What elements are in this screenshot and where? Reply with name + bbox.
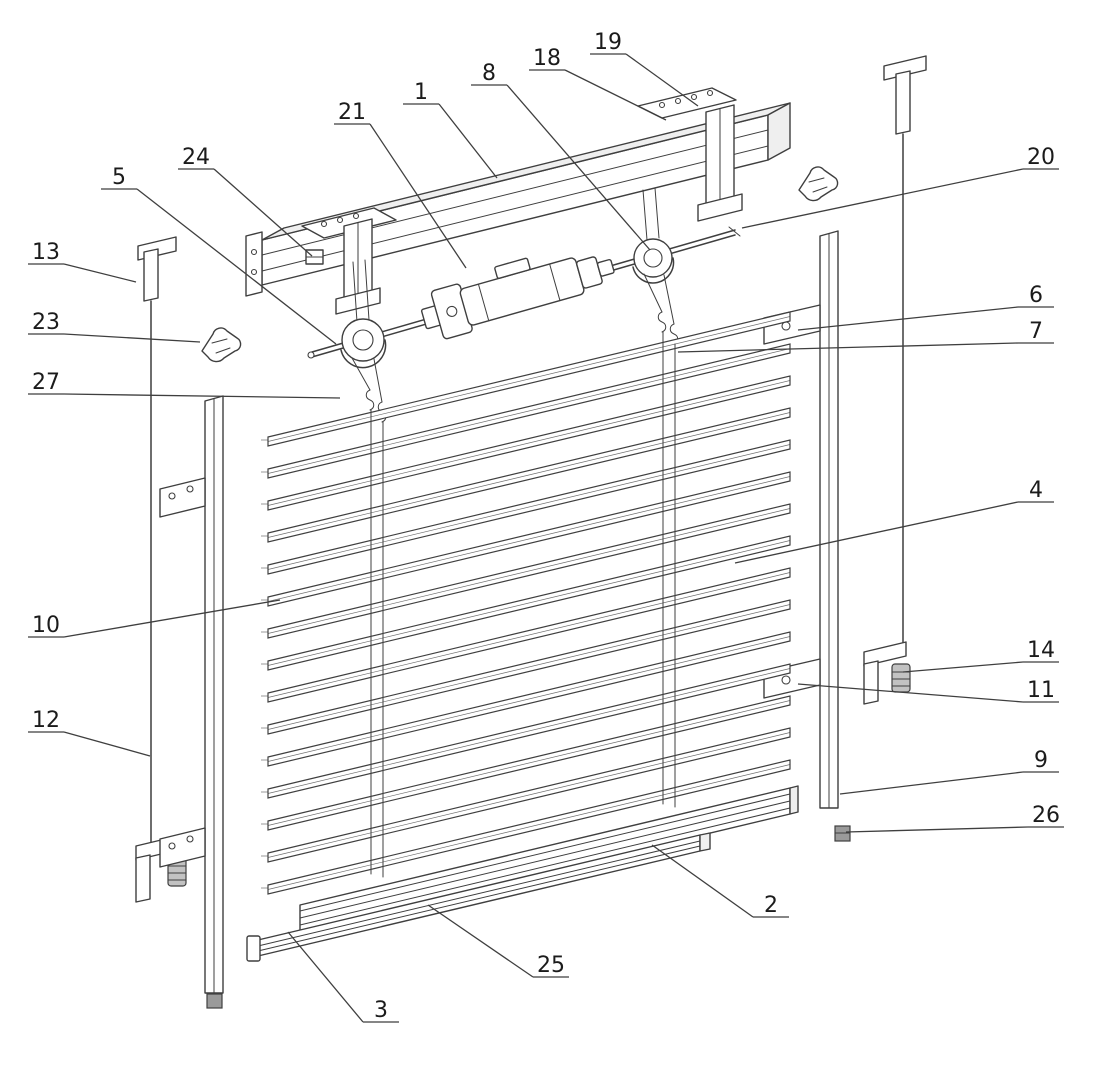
callout-20: 20 — [741, 145, 1059, 229]
callout-14: 14 — [902, 638, 1059, 673]
rail-end-plate — [245, 231, 263, 297]
slat-profile-line — [267, 764, 791, 890]
slat-profile-line — [267, 412, 791, 538]
part-number: 6 — [1029, 283, 1043, 308]
callout-4: 4 — [734, 478, 1054, 564]
part-number: 24 — [182, 145, 210, 170]
slat-profile-line — [267, 348, 791, 474]
head-rail — [245, 102, 791, 297]
callout-23: 23 — [28, 310, 201, 343]
slat-profile-line — [267, 444, 791, 570]
part-number: 8 — [482, 61, 496, 86]
callout-12: 12 — [28, 708, 151, 757]
callout-7: 7 — [677, 319, 1054, 353]
callout-24: 24 — [178, 145, 313, 257]
callout-27: 27 — [28, 370, 341, 399]
callout-8: 8 — [471, 61, 651, 251]
part-number: 11 — [1027, 678, 1055, 703]
slat-profile-line — [267, 668, 791, 794]
callout-25: 25 — [427, 904, 569, 978]
channel-end-cap — [246, 935, 261, 962]
tilt-drum-right — [632, 187, 675, 325]
slat-profile-line — [267, 476, 791, 602]
callout-21: 21 — [334, 100, 467, 269]
part-number: 25 — [537, 953, 565, 978]
part-number: 5 — [112, 165, 126, 190]
part-number: 19 — [594, 30, 622, 55]
callout-13: 13 — [28, 240, 137, 283]
callout-5: 5 — [101, 165, 337, 345]
right-carrier-bracket — [637, 87, 743, 222]
right-guide-rail — [763, 230, 851, 842]
mounting-clip-right — [798, 166, 839, 202]
left-guide-rail — [159, 395, 224, 1009]
part-number: 14 — [1027, 638, 1055, 663]
callout-9: 9 — [839, 748, 1059, 795]
rail-foot — [206, 993, 223, 1009]
slat-profile-line — [267, 636, 791, 762]
callout-19: 19 — [590, 30, 699, 107]
callouts: 19 18 8 1 21 24 5 13 23 27 10 12 20 6 7 … — [28, 30, 1064, 1023]
ladder-tapes — [370, 331, 676, 878]
part-number: 2 — [764, 893, 778, 918]
callout-2: 2 — [651, 844, 789, 918]
slat-profile-line — [267, 508, 791, 634]
part-number: 10 — [32, 613, 60, 638]
right-cable-assembly — [863, 55, 927, 705]
left-cable-assembly — [135, 236, 187, 903]
left-carrier-bracket — [301, 207, 397, 315]
part-number: 13 — [32, 240, 60, 265]
callout-18: 18 — [529, 46, 667, 121]
part-number: 12 — [32, 708, 60, 733]
part-number: 7 — [1029, 319, 1043, 344]
cable-tensioner — [891, 663, 911, 693]
slat-profile-line — [267, 604, 791, 730]
slat-profile-line — [267, 540, 791, 666]
slat-profile-line — [267, 316, 791, 442]
part-number: 3 — [374, 998, 388, 1023]
part-number: 4 — [1029, 478, 1043, 503]
cable-top-holder — [883, 55, 927, 81]
callout-26: 26 — [845, 803, 1064, 833]
bottom-rail — [299, 785, 799, 932]
callout-6: 6 — [797, 283, 1054, 331]
rail-clamp — [305, 249, 324, 265]
part-number: 1 — [414, 80, 428, 105]
part-number: 9 — [1034, 748, 1048, 773]
slat-profile-line — [267, 572, 791, 698]
slat-stack — [261, 311, 791, 895]
part-number: 27 — [32, 370, 60, 395]
part-number: 18 — [533, 46, 561, 71]
tilt-drum-left — [340, 259, 387, 403]
tilt-motor — [420, 256, 615, 340]
part-number: 20 — [1027, 145, 1055, 170]
callout-10: 10 — [28, 599, 281, 638]
part-number: 26 — [1032, 803, 1060, 828]
slat-profile-line — [267, 380, 791, 506]
callout-11: 11 — [797, 678, 1059, 703]
tape-hook — [657, 311, 667, 333]
slat-profile-line — [267, 732, 791, 858]
callout-1: 1 — [403, 80, 498, 179]
wall-bracket — [159, 827, 206, 868]
slat-profile-line — [267, 700, 791, 826]
part-number: 21 — [338, 100, 366, 125]
mounting-clip-left — [201, 327, 242, 363]
callout-3: 3 — [287, 931, 399, 1023]
tape-hook — [365, 389, 375, 411]
wall-bracket — [159, 477, 206, 518]
shaft-coupler — [596, 258, 615, 277]
cable-bottom-anchor — [863, 641, 907, 667]
part-number: 23 — [32, 310, 60, 335]
rail-bracket-lower — [763, 658, 821, 699]
bottom-channel — [246, 832, 711, 962]
